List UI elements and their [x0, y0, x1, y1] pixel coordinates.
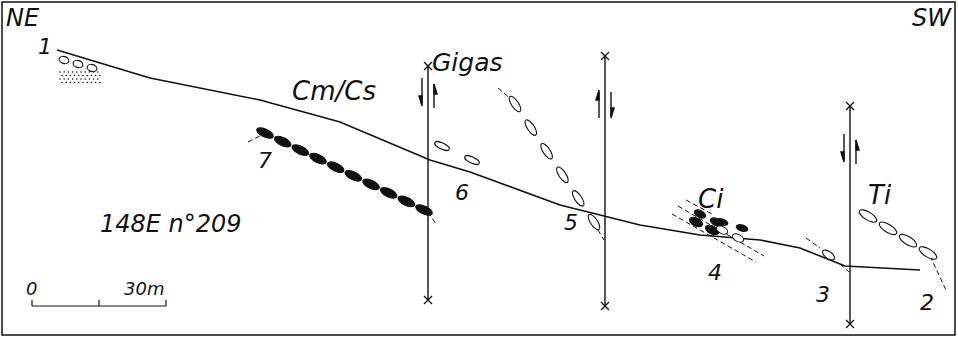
stipple-dot — [89, 78, 91, 80]
section-label: 30m — [124, 280, 164, 298]
fault-end-crosses — [424, 52, 854, 328]
ground-surface — [57, 50, 920, 270]
stipple-dot — [99, 82, 101, 84]
lens — [735, 223, 748, 232]
stipple-dot — [68, 71, 70, 73]
stipple-dot — [82, 75, 84, 77]
stipple-dot — [80, 71, 82, 73]
faults — [428, 56, 850, 324]
stipple-dot — [76, 71, 78, 73]
stipple-dot — [80, 78, 82, 80]
stipple-dot — [95, 75, 97, 77]
stipple-dot — [72, 71, 74, 73]
stipple-dot — [61, 75, 63, 77]
fault-movement-arrows — [419, 78, 859, 164]
section-label: 148E n°209 — [100, 212, 242, 236]
stipple-dot — [93, 71, 95, 73]
stipple-dot — [91, 82, 93, 84]
section-label: 5 — [564, 212, 578, 234]
stipple-dot — [86, 82, 88, 84]
stipple-dot — [63, 71, 65, 73]
section-label: Ti — [868, 182, 891, 208]
section-label: 4 — [708, 262, 722, 284]
stipple-dot — [70, 82, 72, 84]
lens — [897, 232, 918, 249]
stipple-dot — [91, 75, 93, 77]
stipple-dot — [93, 78, 95, 80]
section-label: NE — [6, 6, 39, 30]
stipple-dot — [74, 82, 76, 84]
section-label: Ci — [698, 186, 723, 212]
stipple-dot — [97, 71, 99, 73]
stipple-dot — [86, 75, 88, 77]
lens — [539, 142, 555, 161]
lens — [821, 248, 836, 262]
lens — [570, 189, 586, 208]
bed-traces — [248, 88, 946, 290]
section-label: 7 — [258, 150, 272, 172]
lens — [255, 125, 275, 140]
stipple-dot — [84, 71, 86, 73]
lens — [379, 185, 399, 200]
lens-beds — [58, 55, 938, 262]
lens — [58, 55, 70, 64]
lens — [86, 63, 98, 72]
section-label: 1 — [38, 36, 52, 58]
stipple-dot — [76, 78, 78, 80]
stipple-dot — [78, 75, 80, 77]
lens — [586, 213, 602, 232]
stipple-dot — [59, 71, 61, 73]
section-label: 0 — [26, 280, 37, 298]
lens — [523, 118, 539, 137]
stipple-dot — [68, 78, 70, 80]
lens — [715, 217, 728, 226]
section-label: Cm/Cs — [292, 78, 376, 104]
stipple-dot — [65, 82, 67, 84]
stipple-dot — [84, 78, 86, 80]
lens — [273, 134, 293, 149]
lens — [414, 202, 434, 217]
lens — [361, 177, 381, 192]
scale-bar — [32, 300, 166, 306]
lens — [290, 143, 310, 158]
lens — [507, 95, 523, 114]
stipple-dot — [74, 75, 76, 77]
lens — [554, 165, 570, 184]
stipple-dot — [78, 82, 80, 84]
stipple-dot — [65, 75, 67, 77]
stipple-dot — [70, 75, 72, 77]
lens — [857, 207, 878, 224]
stipple-dot — [59, 78, 61, 80]
lens — [715, 224, 729, 236]
lens — [433, 140, 450, 152]
stipple-dot — [63, 78, 65, 80]
lens — [731, 232, 745, 244]
section-label: 2 — [920, 292, 934, 314]
stipple-dot — [82, 82, 84, 84]
stipple-dot — [61, 82, 63, 84]
lens — [463, 154, 480, 166]
stipple-dot — [95, 82, 97, 84]
lens — [326, 160, 346, 175]
stipple-dot — [97, 78, 99, 80]
section-label: 6 — [455, 182, 469, 204]
stipple-dot — [89, 71, 91, 73]
lens — [396, 194, 416, 209]
lens — [72, 59, 84, 68]
stipple-dot — [99, 75, 101, 77]
stipple-dot — [72, 78, 74, 80]
lens — [917, 244, 938, 261]
lens — [308, 151, 328, 166]
section-label: 3 — [816, 284, 830, 306]
section-label: Gigas — [432, 50, 503, 75]
lens — [877, 220, 898, 237]
section-label: SW — [912, 6, 951, 30]
lens — [343, 168, 363, 183]
